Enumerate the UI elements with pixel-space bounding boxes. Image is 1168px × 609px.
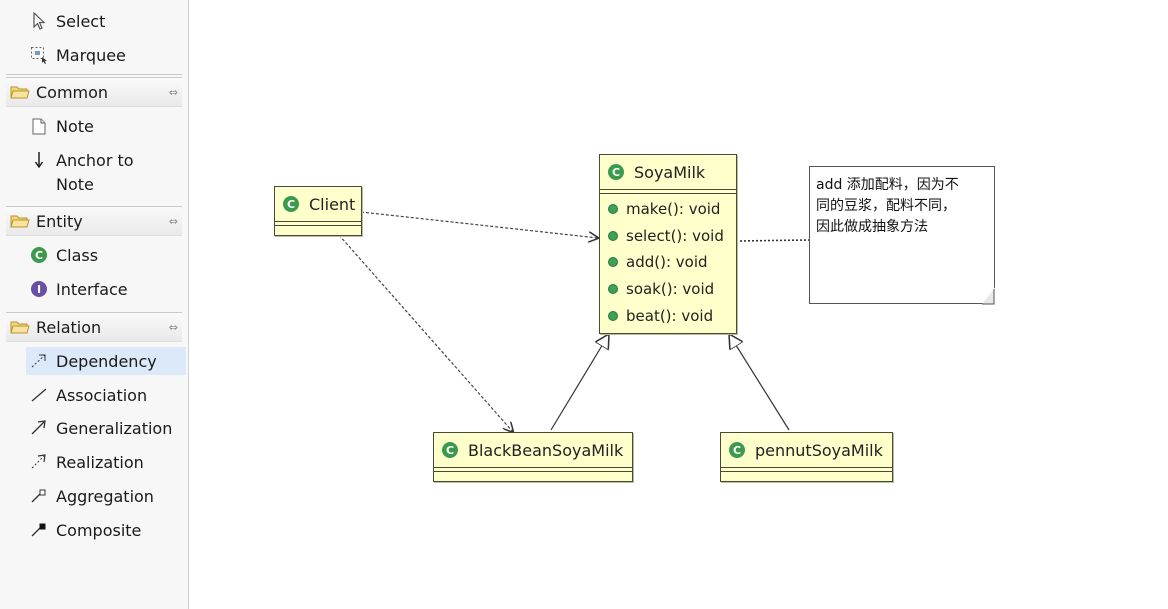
palette-item-class[interactable]: C Class <box>30 241 98 269</box>
method-signature: beat(): void <box>626 306 714 325</box>
method-signature: add(): void <box>626 253 708 272</box>
class-name: pennutSoyaMilk <box>755 440 883 460</box>
note[interactable]: add 添加配料，因为不 同的豆浆，配料不同， 因此做成抽象方法 <box>809 166 995 304</box>
palette-item-aggregation[interactable]: Aggregation <box>30 482 154 510</box>
public-method-icon <box>608 257 618 268</box>
palette-item-generalization[interactable]: Generalization <box>30 414 172 442</box>
palette-tool-select[interactable]: Select <box>30 7 105 35</box>
class-methods-section: make(): void select(): void add(): void … <box>600 193 736 329</box>
association-icon <box>30 386 48 404</box>
palette-item-realization[interactable]: Realization <box>30 448 144 476</box>
connectors-layer <box>338 211 810 609</box>
marquee-icon <box>30 46 48 64</box>
class-operations-section <box>275 225 361 229</box>
palette-group-label: Entity <box>36 211 83 231</box>
palette-item-interface[interactable]: I Interface <box>30 275 128 303</box>
class-pennutsoyamilk[interactable]: C pennutSoyaMilk <box>720 432 893 482</box>
palette-item-label: Association <box>56 385 148 405</box>
anchor-arrow-icon <box>30 151 48 169</box>
method-signature: soak(): void <box>626 280 715 299</box>
collapse-icon[interactable]: ⇔ <box>168 86 178 99</box>
palette-group-label: Relation <box>36 317 102 337</box>
class-method[interactable]: select(): void <box>600 223 736 250</box>
palette-item-label: Interface <box>56 279 128 299</box>
method-signature: make(): void <box>626 200 721 219</box>
palette-separator <box>6 74 182 75</box>
class-operations-section <box>434 471 632 475</box>
class-icon: C <box>31 247 47 263</box>
class-name: Client <box>309 194 356 214</box>
palette-tool-marquee[interactable]: Marquee <box>30 41 126 69</box>
note-folded-corner <box>982 289 995 305</box>
palette-item-anchor-to-note[interactable]: Anchor to <box>30 146 134 174</box>
palette-item-note[interactable]: Note <box>30 112 94 140</box>
generalization-icon <box>30 419 48 437</box>
class-method[interactable]: soak(): void <box>600 276 736 303</box>
class-method[interactable]: add(): void <box>600 249 736 276</box>
palette-item-label: Generalization <box>56 418 173 438</box>
class-soyamilk[interactable]: C SoyaMilk make(): void select(): void a… <box>599 154 737 334</box>
class-icon: C <box>729 442 745 458</box>
arrow-cursor-icon <box>30 12 48 30</box>
palette-item-composite[interactable]: Composite <box>30 516 141 544</box>
palette-item-association[interactable]: Association <box>30 381 147 409</box>
class-icon: C <box>283 196 299 212</box>
palette-group-label: Common <box>36 82 109 102</box>
palette-item-label: Anchor to <box>56 150 134 170</box>
folder-open-icon <box>10 321 30 334</box>
palette-group-entity[interactable]: Entity ⇔ <box>6 206 182 236</box>
class-client[interactable]: C Client <box>274 186 362 236</box>
class-name: BlackBeanSoyaMilk <box>468 440 624 460</box>
palette-item-label: Note <box>56 174 94 194</box>
palette-tool-label: Marquee <box>56 45 126 65</box>
dependency-client-soyamilk[interactable] <box>360 211 598 238</box>
palette-item-label-wrap: Note <box>56 170 94 198</box>
public-method-icon <box>608 230 618 241</box>
class-method[interactable]: beat(): void <box>600 302 736 329</box>
palette: Select Marquee Common ⇔ Note Anchor to N… <box>0 0 189 609</box>
note-line: 同的豆浆，配料不同， <box>816 198 956 214</box>
generalization-pennut-soyamilk[interactable] <box>729 334 790 431</box>
note-line: add 添加配料，因为不 <box>816 177 959 193</box>
collapse-icon[interactable]: ⇔ <box>168 321 178 334</box>
note-line: 因此做成抽象方法 <box>816 219 928 235</box>
generalization-blackbean-soyamilk[interactable] <box>550 334 609 431</box>
class-icon: C <box>442 442 458 458</box>
note-anchor-line[interactable] <box>735 239 810 242</box>
note-icon <box>30 117 48 135</box>
diagram-canvas[interactable]: C Client C SoyaMilk make(): void select(… <box>189 0 1168 609</box>
collapse-icon[interactable]: ⇔ <box>168 215 178 228</box>
class-attributes-section <box>434 467 632 471</box>
palette-item-label: Dependency <box>56 351 157 371</box>
realization-icon <box>30 453 48 471</box>
palette-item-dependency[interactable]: Dependency <box>26 347 186 375</box>
class-operations-section <box>721 471 892 475</box>
palette-item-label: Class <box>56 245 99 265</box>
class-icon: C <box>608 164 624 180</box>
palette-item-label: Note <box>56 116 94 136</box>
public-method-icon <box>608 284 618 295</box>
composite-icon <box>30 521 48 539</box>
palette-group-common[interactable]: Common ⇔ <box>6 77 182 107</box>
dependency-client-blackbean[interactable] <box>338 234 513 432</box>
folder-open-icon <box>10 215 30 228</box>
folder-open-icon <box>10 86 30 99</box>
palette-item-label: Aggregation <box>56 486 154 506</box>
public-method-icon <box>608 204 618 215</box>
dependency-icon <box>30 352 48 370</box>
method-signature: select(): void <box>626 226 724 245</box>
aggregation-icon <box>30 487 48 505</box>
class-attributes-section <box>275 221 361 225</box>
palette-tool-label: Select <box>56 11 106 31</box>
interface-icon: I <box>31 281 47 297</box>
class-attributes-section <box>721 467 892 471</box>
class-name: SoyaMilk <box>634 162 706 182</box>
palette-group-relation[interactable]: Relation ⇔ <box>6 312 182 342</box>
class-blackbeansoyamilk[interactable]: C BlackBeanSoyaMilk <box>433 432 633 482</box>
palette-item-label: Realization <box>56 452 144 472</box>
public-method-icon <box>608 310 618 321</box>
palette-item-label: Composite <box>56 520 142 540</box>
class-attributes-section <box>600 189 736 193</box>
class-method[interactable]: make(): void <box>600 196 736 223</box>
